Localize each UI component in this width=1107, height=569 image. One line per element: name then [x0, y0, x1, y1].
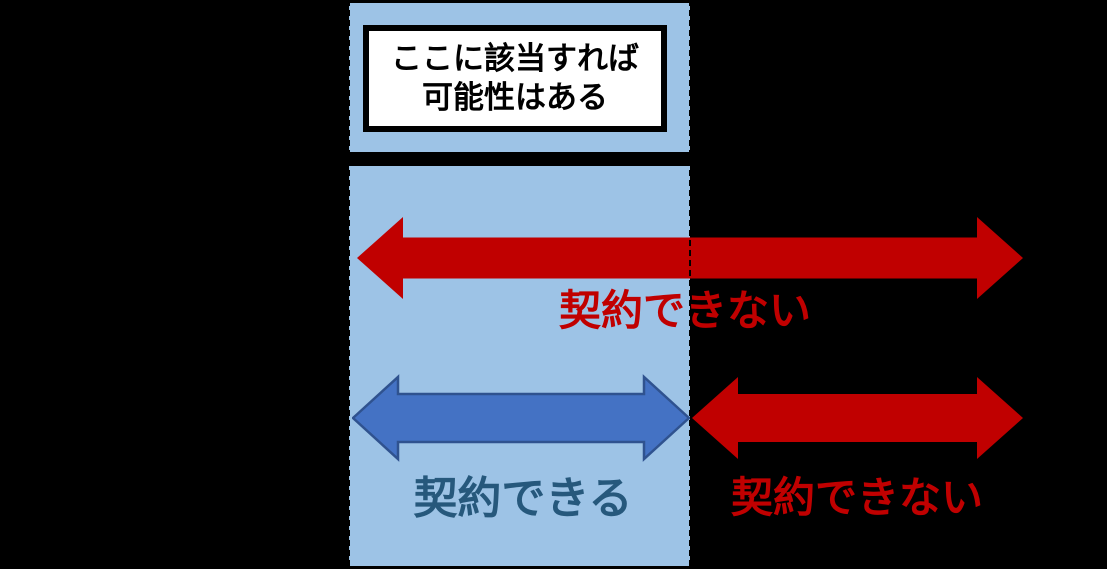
callout-text-line1: ここに該当すれば [391, 40, 639, 76]
callout-text-line2: 可能性はある [422, 79, 608, 115]
double-arrow-icon-bottom-red [692, 377, 1023, 459]
dashed-boundary-left [348, 0, 350, 569]
label-cannot-contract-bottom: 契約できない [730, 474, 984, 521]
band-top-border-line [349, 0, 690, 3]
label-can-contract: 契約できる [413, 474, 633, 523]
double-arrow-icon-blue [352, 374, 690, 462]
callout-box: ここに該当すれば 可能性はある [363, 25, 667, 132]
double-arrow-shape-blue [352, 374, 690, 462]
label-cannot-contract-top: 契約できない [558, 287, 812, 334]
double-arrow-shape-bottom-red [692, 377, 1023, 459]
highlight-band-main [349, 166, 690, 566]
dashed-boundary-right [689, 0, 691, 569]
